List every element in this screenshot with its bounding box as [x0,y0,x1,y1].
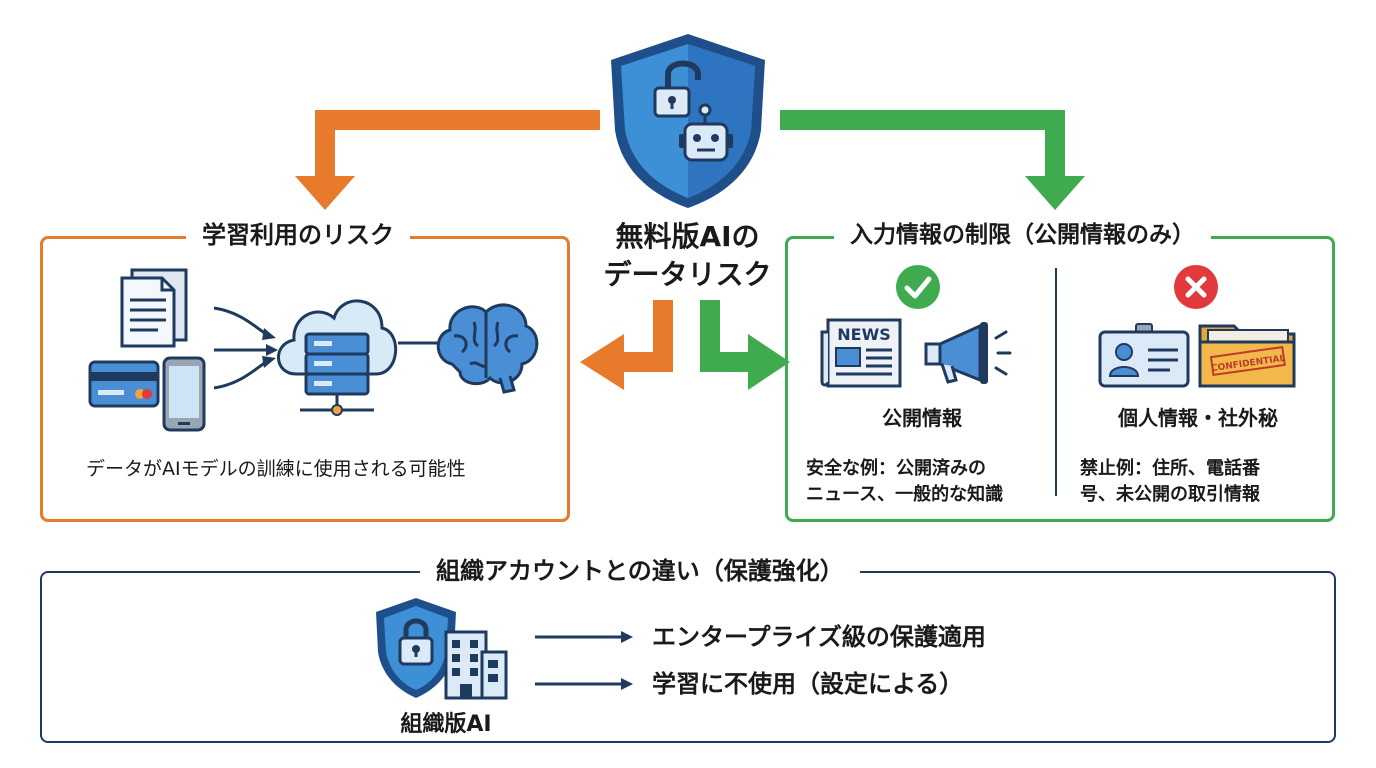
forbidden-examples: 禁止例：住所、電話番 号、未公開の取引情報 [1080,456,1260,508]
allowed-examples: 安全な例：公開済みの ニュース、一般的な知識 [806,456,1003,508]
center-title: 無料版AIの データリスク [585,218,790,294]
cloud-server-icon [277,299,397,416]
allowed-example-line2: ニュース、一般的な知識 [806,484,1004,505]
security-shield-icon [611,34,765,208]
org-shield-building-icon [376,598,508,700]
column-divider [1055,268,1057,496]
newspaper-icon: NEWS [820,318,902,388]
feature-item-2: 学習に不使用（設定による） [652,670,964,698]
org-account-title: 組織アカウントとの違い（保護強化） [420,556,860,586]
forbidden-example-line1: 禁止例：住所、電話番 [1080,458,1260,479]
feature-arrow-1 [535,631,633,643]
feature-item-1: エンタープライズ級の保護適用 [652,623,986,651]
input-restriction-title: 入力情報の制限（公開情報のみ） [834,220,1211,250]
org-label: 組織版AI [400,712,492,737]
connector-line [398,341,438,345]
org-account-panel [40,571,1336,743]
brain-icon [436,303,539,394]
smartphone-icon [162,356,206,432]
megaphone-icon [924,322,1012,384]
center-title-line2: データリスク [603,258,772,291]
forbidden-example-line2: 号、未公開の取引情報 [1080,484,1260,505]
allowed-example-line1: 安全な例：公開済みの [806,458,986,479]
allowed-label: 公開情報 [882,406,962,430]
confidential-folder-icon: CONFIDENTIAL [1198,324,1296,388]
check-icon [896,265,940,309]
learning-risk-title: 学習利用のリスク [186,220,410,250]
center-title-line1: 無料版AIの [615,220,760,253]
document-icon [120,268,188,348]
feature-arrow-2 [535,678,633,690]
learning-risk-caption: データがAIモデルの訓練に使用される可能性 [86,458,466,480]
cross-icon [1174,265,1218,309]
forbidden-label: 個人情報・社外秘 [1118,406,1278,430]
id-card-icon [1098,323,1190,388]
newspaper-label: NEWS [837,325,891,344]
credit-card-icon [88,360,160,408]
data-flow-arrows [213,306,278,390]
